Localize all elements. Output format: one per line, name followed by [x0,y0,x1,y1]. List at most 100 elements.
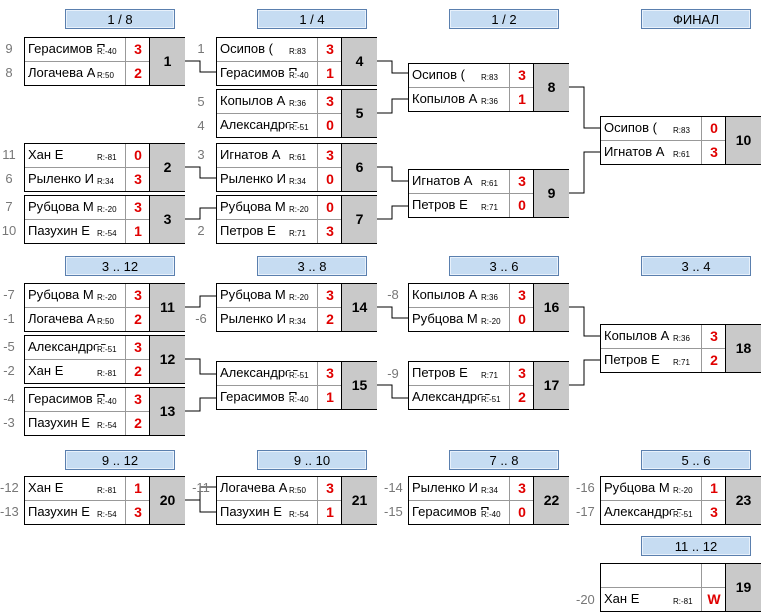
seed-number: -9 [387,366,399,381]
match-number: 18 [725,325,761,372]
round-header-2: 1 / 4 [257,9,367,29]
seed-number: -4 [3,391,15,406]
player-name: Пазухин Е [28,504,90,519]
seed-number: -3 [3,415,15,430]
player-name: Хан Е [604,591,640,606]
match-number: 17 [533,362,569,409]
match-number: 20 [149,477,185,524]
seed-number: 10 [1,223,17,238]
player-score: 1 [125,477,150,500]
player-score: 3 [125,336,150,359]
round-header-11: 7 .. 8 [449,450,559,470]
player-name: Петров Е [412,365,468,380]
player-score: 3 [701,501,726,524]
player-score: 3 [317,220,342,243]
player-rating: R:-40 [287,71,309,80]
player-rating: R:-51 [287,123,309,132]
player-score: 3 [317,362,342,385]
player-score: 0 [125,144,150,167]
seed-number: 7 [5,199,13,214]
player-row[interactable] [601,564,725,588]
seed-number: -13 [0,504,19,519]
round-header-5: 3 .. 12 [65,256,175,276]
player-score: 3 [317,144,342,167]
player-name: Игнатов А [220,147,281,162]
player-rating: R:34 [287,177,306,186]
player-name: Хан Е [28,147,64,162]
player-score: 0 [317,196,342,219]
player-rating: R:83 [287,47,306,56]
player-name: Рубцова М [604,480,670,495]
